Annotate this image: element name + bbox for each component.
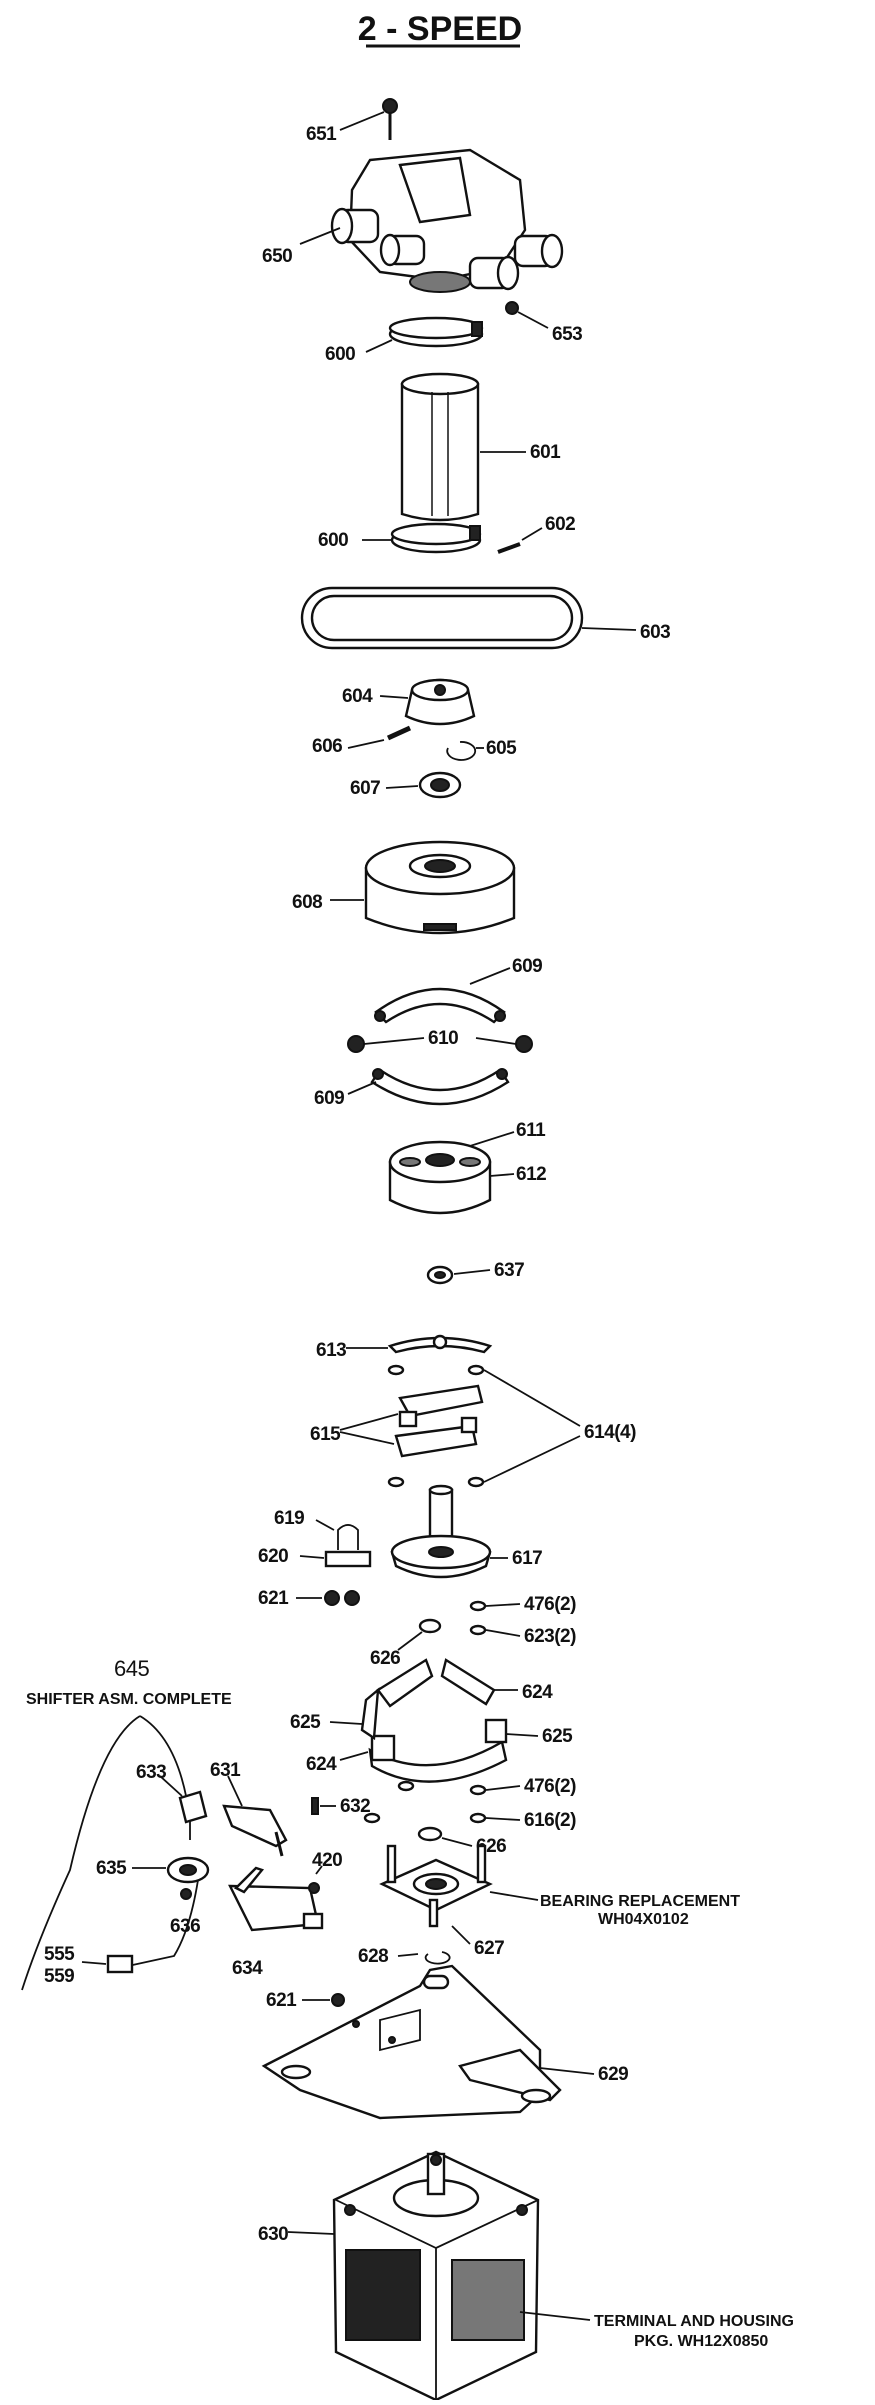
- callout-611: 611: [516, 1120, 546, 1141]
- callout-625-right: 625: [542, 1726, 573, 1747]
- callout-623: 623(2): [524, 1626, 576, 1647]
- callout-633: 633: [136, 1762, 166, 1783]
- callout-612: 612: [516, 1164, 546, 1185]
- bearing-607: [418, 771, 462, 799]
- callout-609-top: 609: [512, 956, 542, 977]
- diagram-title: 2 - SPEED: [358, 10, 522, 48]
- washers-476-623-top: [469, 1600, 487, 1636]
- ubolt-619: [337, 1524, 359, 1550]
- pulley-604: [404, 678, 476, 726]
- belt-603: [300, 586, 584, 650]
- callout-625-left: 625: [290, 1712, 321, 1733]
- motor-630: [332, 2150, 540, 2402]
- callout-600-bottom: 600: [318, 530, 348, 551]
- callout-621-bottom: 621: [266, 1990, 297, 2011]
- callout-603: 603: [640, 622, 670, 643]
- callout-610: 610: [428, 1028, 458, 1049]
- pump-housing-650: [330, 148, 564, 293]
- callout-634: 634: [232, 1958, 263, 1979]
- callout-605: 605: [486, 738, 517, 759]
- callout-476-top: 476(2): [524, 1594, 576, 1615]
- callout-630: 630: [258, 2224, 288, 2245]
- bearing-plate-627: [379, 1844, 493, 1928]
- shifter-number-645: 645: [114, 1656, 149, 1681]
- terminal-note-line1: TERMINAL AND HOUSING: [594, 2313, 794, 2330]
- ring-628: [424, 1951, 451, 1965]
- callout-613: 613: [316, 1340, 346, 1361]
- clutch-drum-608: [364, 840, 516, 935]
- callout-627: 627: [474, 1938, 504, 1959]
- callout-616: 616(2): [524, 1810, 576, 1831]
- clamp-600-top: [388, 316, 484, 348]
- screw-636: [180, 1888, 192, 1900]
- callout-606: 606: [312, 736, 342, 757]
- callout-653: 653: [552, 324, 582, 345]
- hose-601: [400, 372, 480, 522]
- callout-650: 650: [262, 246, 292, 267]
- callout-635: 635: [96, 1858, 127, 1879]
- callout-600-top: 600: [325, 344, 355, 365]
- callout-601: 601: [530, 442, 561, 463]
- clutch-shoe-609-top: [374, 987, 506, 1024]
- retaining-ring-605: [446, 741, 477, 761]
- nut-621-bottom: [331, 1993, 345, 2007]
- callout-617: 617: [512, 1548, 542, 1569]
- callout-602: 602: [545, 514, 575, 535]
- shifter-bracket-634: [228, 1866, 324, 1932]
- shifter-note: SHIFTER ASM. COMPLETE: [26, 1691, 232, 1708]
- clutch-shoe-609-bottom: [370, 1068, 510, 1106]
- callout-614: 614(4): [584, 1422, 636, 1443]
- clutch-hub-612: [388, 1140, 492, 1215]
- brake-shoes-624-625: [360, 1658, 508, 1783]
- callout-651: 651: [306, 124, 337, 145]
- shifter-coil-635: [106, 1856, 210, 1974]
- nuts-621-top: [324, 1590, 360, 1606]
- brake-assembly-617: [390, 1484, 492, 1579]
- bearing-note-line1: BEARING REPLACEMENT: [540, 1893, 740, 1910]
- callout-607: 607: [350, 778, 380, 799]
- callout-624-top: 624: [522, 1682, 553, 1703]
- bearing-note-line2: WH04X0102: [598, 1911, 689, 1928]
- callout-559: 559: [44, 1966, 74, 1987]
- bushing-626-bottom: [417, 1826, 443, 1842]
- bushing-626-top: [418, 1618, 442, 1634]
- spring-632: [311, 1797, 319, 1815]
- callout-624-bottom: 624: [306, 1754, 337, 1775]
- plate-620: [324, 1550, 372, 1568]
- screw-420: [308, 1882, 320, 1894]
- callout-619: 619: [274, 1508, 304, 1529]
- callout-620: 620: [258, 1546, 288, 1567]
- mounting-plate-629: [261, 1964, 562, 2120]
- callout-631: 631: [210, 1760, 241, 1781]
- screw-602: [497, 542, 521, 554]
- shifter-block-633: [178, 1790, 208, 1824]
- shifter-lever-631: [222, 1804, 288, 1857]
- callout-621-top: 621: [258, 1588, 289, 1609]
- screw-651: [382, 98, 398, 140]
- callout-628: 628: [358, 1946, 388, 1967]
- callout-555: 555: [44, 1944, 75, 1965]
- callout-476-bottom: 476(2): [524, 1776, 576, 1797]
- callout-629: 629: [598, 2064, 628, 2085]
- callout-609-bottom: 609: [314, 1088, 344, 1109]
- callout-632: 632: [340, 1796, 370, 1817]
- callout-604: 604: [342, 686, 373, 707]
- spring-plate-613: [387, 1334, 493, 1354]
- callout-626-top: 626: [370, 1648, 400, 1669]
- clamp-600-bottom: [390, 522, 482, 554]
- nut-637: [426, 1265, 454, 1285]
- callout-608: 608: [292, 892, 322, 913]
- terminal-note-line2: PKG. WH12X0850: [634, 2333, 768, 2350]
- callout-637: 637: [494, 1260, 524, 1281]
- pin-606: [386, 725, 412, 741]
- callout-615: 615: [310, 1424, 341, 1445]
- callout-420: 420: [312, 1850, 342, 1871]
- brake-weights-615: [394, 1384, 484, 1458]
- washers-614: [387, 1364, 485, 1488]
- screw-653: [505, 301, 519, 315]
- washers-476-616-bottom: [363, 1780, 487, 1824]
- callout-636: 636: [170, 1916, 200, 1937]
